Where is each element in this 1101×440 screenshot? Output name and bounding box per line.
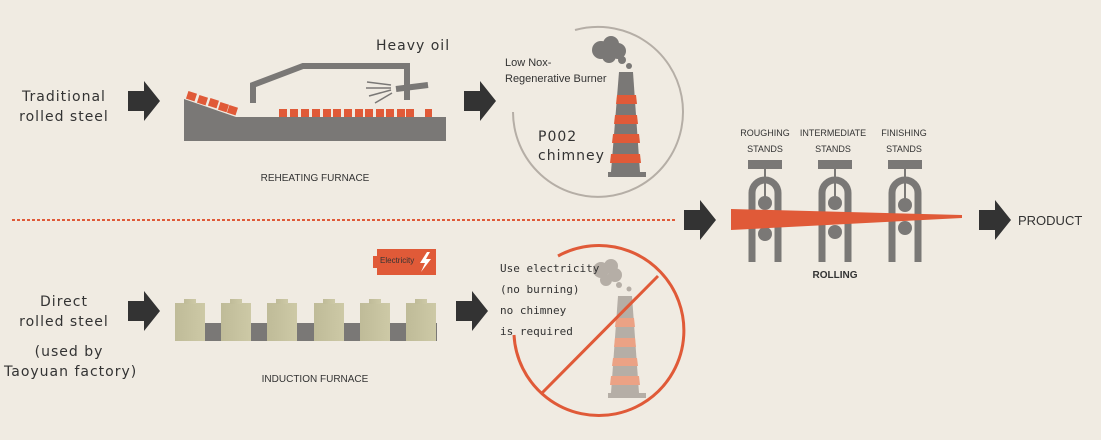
arrow-icon bbox=[684, 200, 716, 240]
note-line: is required bbox=[500, 325, 573, 338]
note-line: Use electricity bbox=[500, 262, 600, 275]
fuel-label: Heavy oil bbox=[376, 38, 451, 54]
direct-note-line2: Taoyuan factory) bbox=[4, 364, 138, 380]
steel-strip bbox=[731, 209, 962, 230]
oil-spray-icon bbox=[366, 81, 393, 104]
induction-furnace-label: INDUCTION FURNACE bbox=[261, 374, 369, 385]
direct-label: Direct rolled steel bbox=[14, 292, 114, 332]
reheating-furnace-label: REHEATING FURNACE bbox=[260, 173, 370, 184]
chimney-circle bbox=[512, 25, 684, 198]
direct-note-line1: (used by bbox=[34, 344, 104, 360]
lightning-icon bbox=[420, 252, 431, 272]
chimney-label-line2: chimney bbox=[538, 148, 605, 164]
stand-label-intermediate: INTERMEDIATE STANDS bbox=[793, 125, 873, 157]
stand-label-line1: INTERMEDIATE bbox=[799, 128, 867, 138]
arrow-icon bbox=[128, 291, 160, 331]
arrow-icon bbox=[979, 200, 1011, 240]
chimney-icon bbox=[608, 72, 646, 177]
electricity-badge bbox=[373, 249, 436, 275]
no-chimney-note: Use electricity (no burning) no chimney … bbox=[500, 258, 599, 342]
arrow-icon bbox=[456, 291, 488, 331]
smoke-icon bbox=[592, 36, 632, 69]
rolling-stands bbox=[748, 160, 922, 262]
stand-label-line1: FINISHING bbox=[881, 128, 927, 138]
burner-label: Low Nox- Regenerative Burner bbox=[505, 55, 607, 87]
induction-furnace bbox=[175, 299, 437, 341]
direct-label-line1: Direct bbox=[40, 294, 88, 310]
roughing-stand bbox=[748, 160, 782, 262]
hood-pipe bbox=[250, 63, 410, 103]
traditional-label-line2: rolled steel bbox=[19, 109, 109, 125]
product-label: PRODUCT bbox=[1018, 213, 1083, 228]
furnace-slabs bbox=[279, 109, 432, 117]
stand-label-line2: STANDS bbox=[747, 144, 783, 154]
burner-icon bbox=[395, 82, 429, 92]
traditional-label-line1: Traditional bbox=[22, 89, 106, 105]
ramp-slabs bbox=[185, 90, 238, 116]
burner-label-line2: Regenerative Burner bbox=[505, 73, 607, 85]
chimney-label-line1: P002 bbox=[538, 129, 578, 145]
intermediate-stand bbox=[818, 160, 852, 262]
traditional-label: Traditional rolled steel bbox=[14, 87, 114, 127]
reheating-furnace-base bbox=[184, 99, 446, 141]
stand-label-roughing: ROUGHING STANDS bbox=[725, 125, 805, 157]
direct-note: (used by Taoyuan factory) bbox=[4, 342, 138, 382]
chimney-label: P002 chimney bbox=[538, 128, 605, 166]
stand-label-finishing: FINISHING STANDS bbox=[864, 125, 944, 157]
rolling-label: ROLLING bbox=[812, 270, 858, 281]
stand-label-line2: STANDS bbox=[886, 144, 922, 154]
finishing-stand bbox=[888, 160, 922, 262]
note-line: no chimney bbox=[500, 304, 567, 317]
burner-label-line1: Low Nox- bbox=[505, 57, 552, 69]
stand-label-line2: STANDS bbox=[815, 144, 851, 154]
arrow-icon bbox=[464, 81, 496, 121]
no-chimney-icon bbox=[512, 244, 686, 418]
note-line: (no burning) bbox=[500, 283, 580, 296]
electricity-badge-label: Electricity bbox=[380, 256, 415, 265]
arrow-icon bbox=[128, 81, 160, 121]
stand-label-line1: ROUGHING bbox=[740, 128, 790, 138]
direct-label-line2: rolled steel bbox=[19, 314, 109, 330]
